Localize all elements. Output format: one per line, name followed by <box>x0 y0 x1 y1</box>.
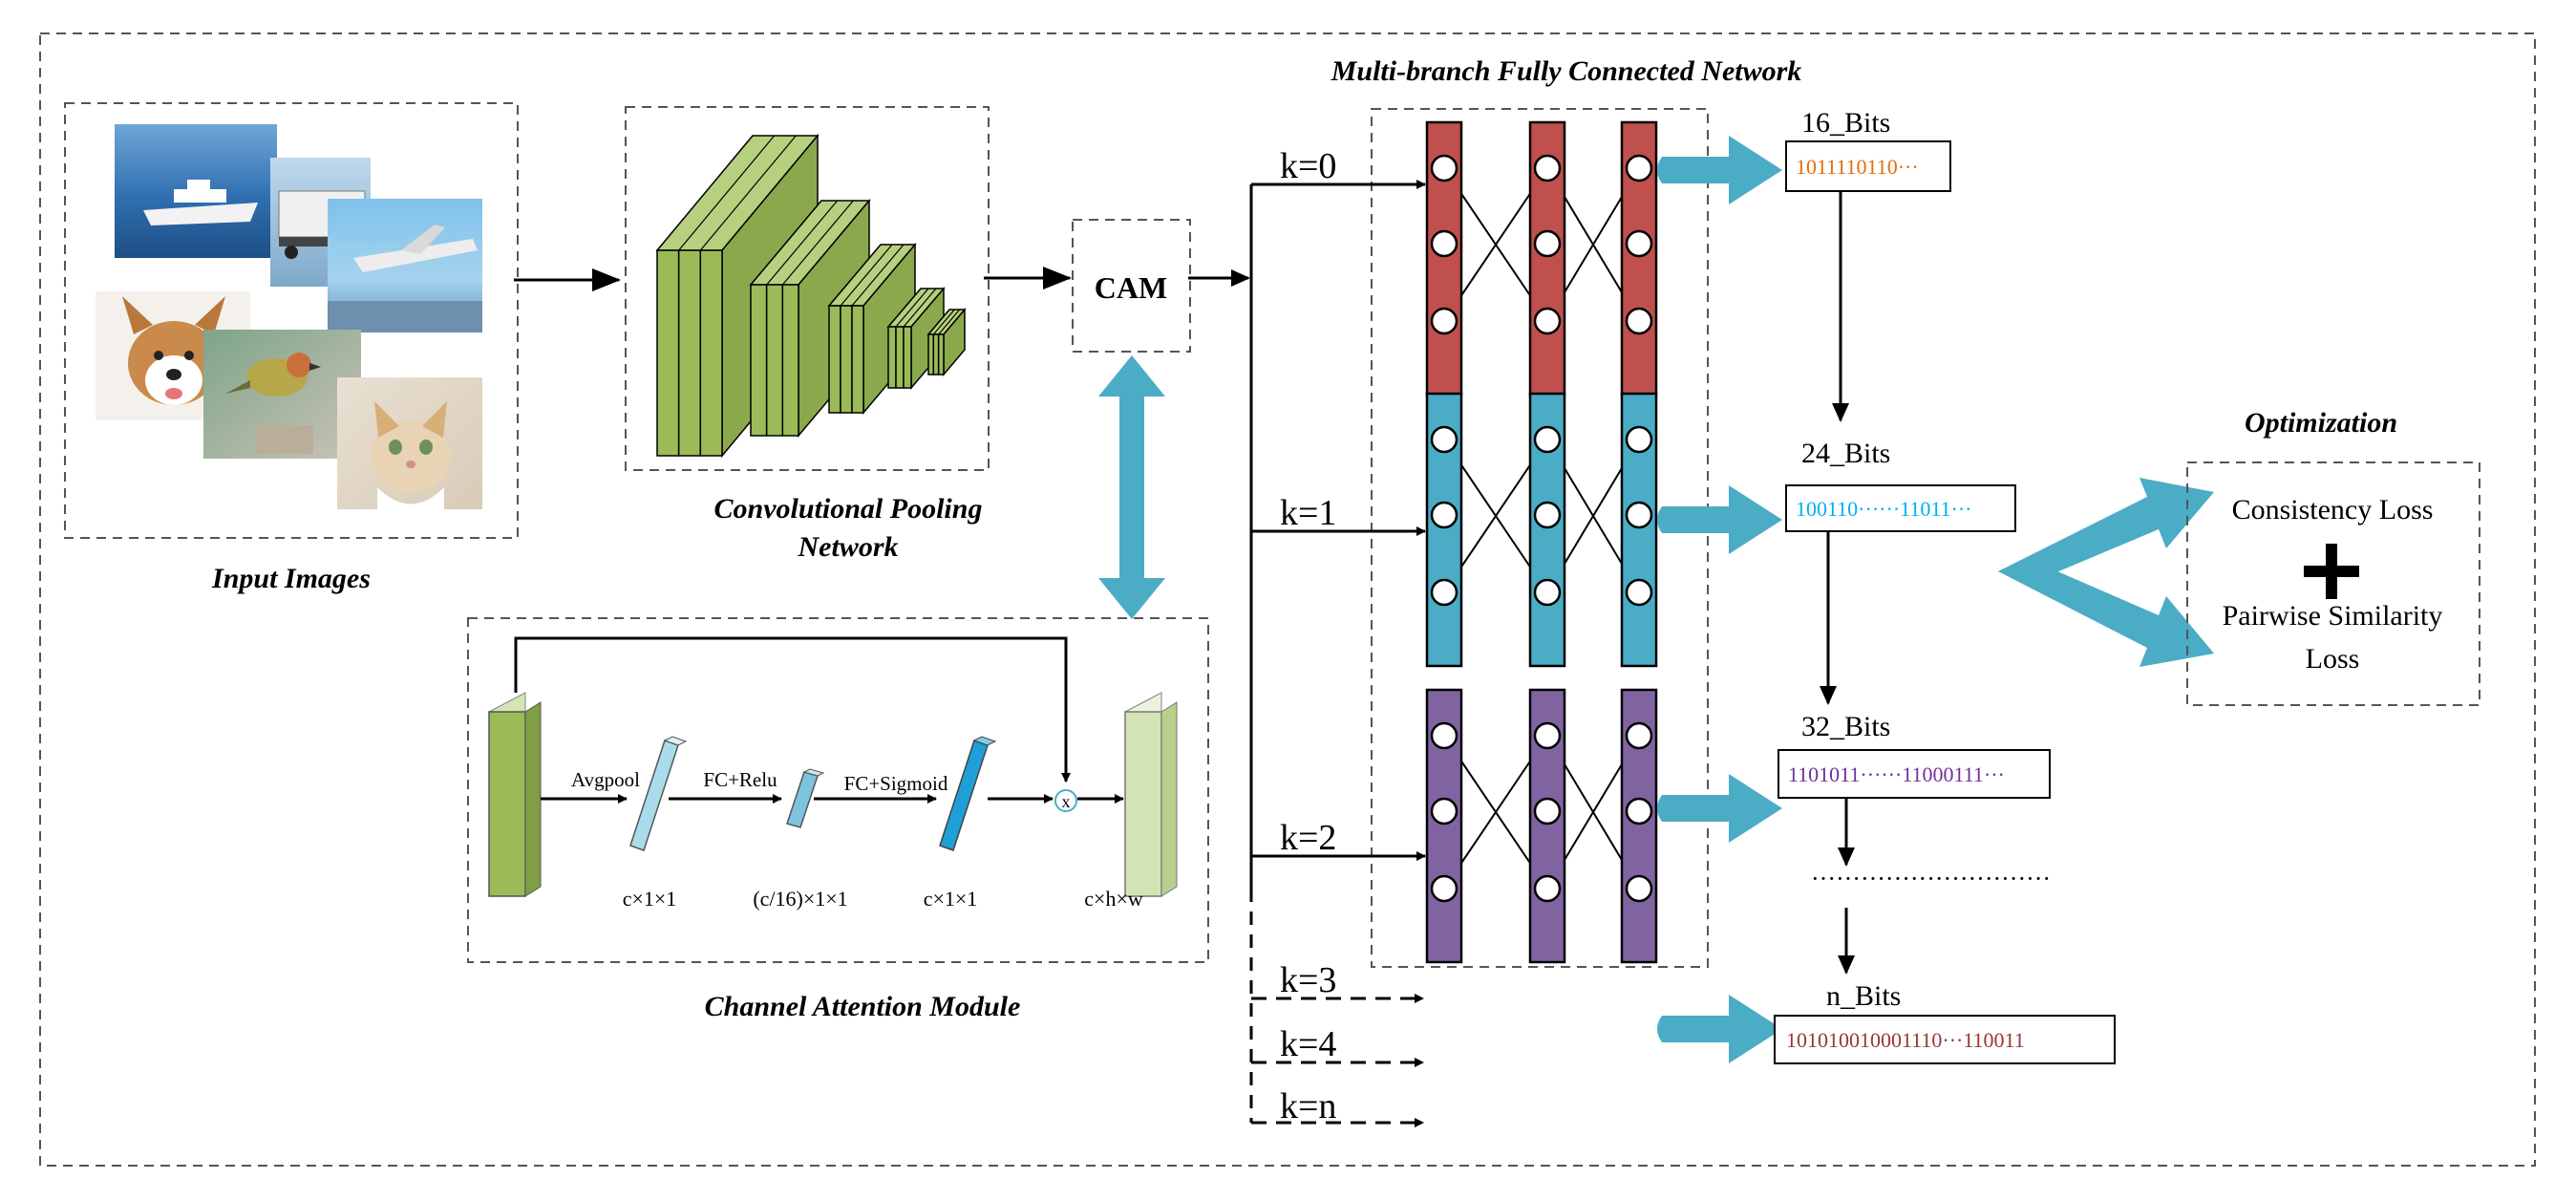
fc-node <box>1533 501 1562 529</box>
input-images-title: Input Images <box>211 563 371 594</box>
fc-node <box>1625 307 1653 335</box>
loss-pairwise-line1: Pairwise Similarity <box>2223 600 2443 632</box>
loss-pairwise-line2: Loss <box>2306 643 2360 675</box>
bits-value-n: 101010010001110···110011 <box>1786 1028 2025 1052</box>
cam-dim-3: c×1×1 <box>924 887 978 911</box>
branch-label-k0: k=0 <box>1280 146 1336 186</box>
fc-node <box>1533 578 1562 607</box>
fc-node <box>1625 501 1653 529</box>
branch-label-k3: k=3 <box>1280 960 1336 1000</box>
cam-op-fc-relu: FC+Relu <box>703 768 777 791</box>
cam-box <box>1072 219 1191 353</box>
fc-node <box>1625 721 1653 750</box>
bits-label-24: 24_Bits <box>1801 438 1890 469</box>
branch-label-k2: k=2 <box>1280 818 1336 858</box>
fc-node <box>1430 229 1458 258</box>
bits-label-32: 32_Bits <box>1801 711 1890 742</box>
fc-node <box>1430 721 1458 750</box>
mbfcn-title: Multi-branch Fully Connected Network <box>1331 55 1802 87</box>
fc-branch-2 <box>1425 688 1658 964</box>
input-images-collage <box>96 124 482 509</box>
fc-node <box>1533 229 1562 258</box>
multiply-symbol: x <box>1062 792 1071 811</box>
bits-value-24: 100110······11011··· <box>1796 497 1972 521</box>
optimization-chevron <box>1998 478 2214 667</box>
conv-net-title-line1: Convolutional Pooling <box>714 493 983 525</box>
bits-label-16: 16_Bits <box>1801 107 1890 139</box>
fc-node <box>1533 797 1562 826</box>
cam-op-avgpool: Avgpool <box>571 768 640 791</box>
fc-node <box>1625 578 1653 607</box>
conv-layers <box>655 133 967 459</box>
fc-node <box>1430 425 1458 454</box>
input-images-box <box>64 102 519 539</box>
optimization-title: Optimization <box>2245 407 2397 439</box>
bits-value-16: 1011110110··· <box>1796 155 1919 179</box>
fc-node <box>1430 307 1458 335</box>
bits-label-n: n_Bits <box>1826 980 1901 1012</box>
branch-label-k4: k=4 <box>1280 1024 1336 1064</box>
bits-box-16 <box>1785 140 1951 192</box>
branch-label-k1: k=1 <box>1280 493 1336 533</box>
fc-node <box>1625 229 1653 258</box>
mbfcn-box <box>1371 108 1709 968</box>
conv-block-3 <box>886 286 946 391</box>
bits-box-n <box>1774 1015 2116 1064</box>
cam-double-arrow <box>1098 355 1165 619</box>
fc-node <box>1430 874 1458 903</box>
loss-consistency: Consistency Loss <box>2232 494 2434 525</box>
cam-box-label: CAM <box>1095 270 1167 305</box>
fc-node <box>1533 721 1562 750</box>
cam-dim-1: c×1×1 <box>623 887 677 911</box>
cam-dim-4: c×h×w <box>1084 887 1143 911</box>
optimization-box <box>2186 461 2480 706</box>
cam-op-fc-sigmoid: FC+Sigmoid <box>844 772 948 795</box>
bits-box-32 <box>1778 749 2051 799</box>
fc-node <box>1533 425 1562 454</box>
fc-node <box>1533 874 1562 903</box>
cam-module-diagram: x <box>488 636 1178 897</box>
cam-module-box <box>467 617 1209 963</box>
fc-node <box>1430 501 1458 529</box>
cam-module-title: Channel Attention Module <box>705 991 1021 1022</box>
blue-output-arrows <box>1657 136 1782 1063</box>
bits-value-32: 1101011······11000111··· <box>1788 762 2005 786</box>
bits-box-24 <box>1785 484 2016 532</box>
outer-border <box>39 32 2536 1167</box>
conv-net-box <box>625 106 990 471</box>
fc-node <box>1625 797 1653 826</box>
plus-icon <box>2304 544 2359 599</box>
fc-node <box>1533 307 1562 335</box>
cam-dim-2: (c/16)×1×1 <box>753 887 847 911</box>
bits-dots: ····························· <box>1811 865 2051 892</box>
fc-node <box>1430 797 1458 826</box>
fc-node <box>1430 578 1458 607</box>
fc-node <box>1625 425 1653 454</box>
fc-node <box>1625 154 1653 182</box>
fc-branch-0 <box>1425 120 1658 397</box>
conv-block-4 <box>926 307 967 377</box>
fc-branch-1 <box>1425 392 1658 668</box>
fc-node <box>1430 154 1458 182</box>
conv-net-title-line2: Network <box>798 531 899 563</box>
branch-label-kn: k=n <box>1280 1086 1336 1126</box>
fc-node <box>1625 874 1653 903</box>
fc-node <box>1533 154 1562 182</box>
